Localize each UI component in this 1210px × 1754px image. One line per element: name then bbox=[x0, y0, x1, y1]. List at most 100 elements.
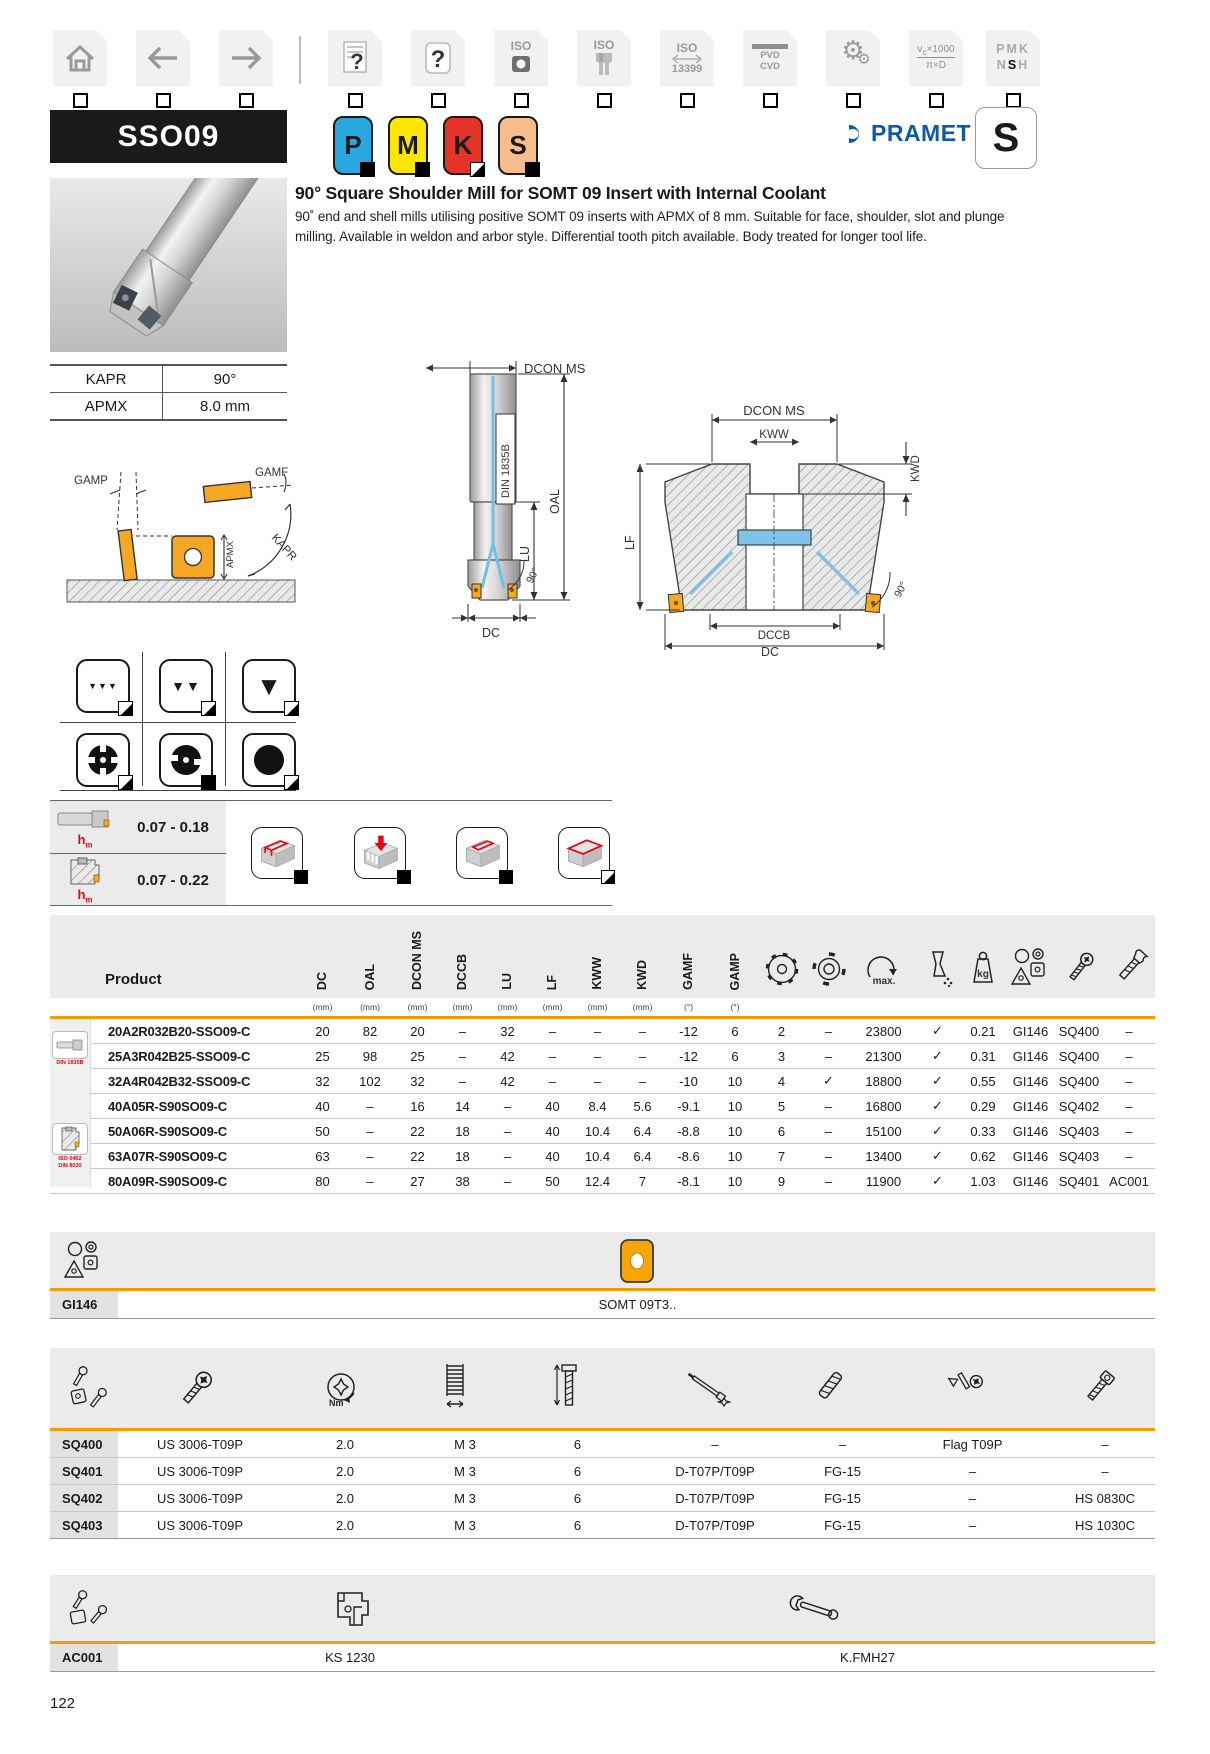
spare-code: SQ403 bbox=[50, 1512, 120, 1538]
back-checkbox[interactable] bbox=[155, 93, 171, 108]
corner-marker bbox=[499, 870, 513, 884]
iso-insert-button[interactable]: ISO bbox=[493, 30, 549, 108]
brand-logo: PRAMET bbox=[845, 120, 971, 147]
cell: 50 bbox=[315, 1123, 330, 1139]
back-button[interactable] bbox=[135, 30, 191, 108]
iso-insert-checkbox[interactable] bbox=[513, 93, 529, 108]
corner-marker bbox=[284, 701, 299, 716]
cell: 4 bbox=[777, 1073, 786, 1089]
cell: 6 bbox=[777, 1123, 786, 1139]
corner-marker bbox=[201, 701, 216, 716]
cell: 10.4 bbox=[584, 1123, 611, 1139]
cell: 6 bbox=[573, 1517, 582, 1533]
cell: – bbox=[638, 1073, 647, 1089]
plug-driver-icon bbox=[810, 1366, 858, 1415]
cell: – bbox=[711, 1436, 719, 1452]
cell: 11900 bbox=[865, 1173, 902, 1189]
cell: – bbox=[1125, 1123, 1133, 1139]
home-checkbox[interactable] bbox=[72, 93, 88, 108]
iso-tool-checkbox[interactable] bbox=[596, 93, 612, 108]
page-help-checkbox[interactable] bbox=[347, 93, 363, 108]
cell: SQ400 bbox=[1058, 1023, 1100, 1039]
cell: FG-15 bbox=[824, 1517, 861, 1533]
cell: M 3 bbox=[454, 1490, 476, 1506]
formula-button[interactable]: vc×1000 π×D bbox=[908, 30, 964, 108]
dccb-label: DCCB bbox=[758, 630, 791, 642]
cell: SQ403 bbox=[1058, 1148, 1100, 1164]
cell: HS 1030C bbox=[1075, 1517, 1135, 1533]
cell: 63 bbox=[315, 1148, 330, 1164]
product-description: 90˚ end and shell mills utilising positi… bbox=[295, 209, 1005, 244]
product-code: 80A09R-S90SO09-C bbox=[108, 1173, 227, 1189]
cell: HS 0830C bbox=[1075, 1490, 1135, 1506]
torque-icon: Nm bbox=[316, 1366, 364, 1419]
svg-text:kg: kg bbox=[977, 969, 989, 980]
cell: 0.33 bbox=[970, 1123, 996, 1139]
units-row: (mm)(mm) (mm)(mm) (mm)(mm) (mm)(mm) (°)(… bbox=[50, 998, 1155, 1019]
insert-geometry-diagram: GAMP APMX GAMF KAPR bbox=[52, 430, 307, 627]
cell: – bbox=[824, 1123, 833, 1139]
oal-label: OAL bbox=[548, 489, 562, 514]
forward-checkbox[interactable] bbox=[238, 93, 254, 108]
cell: 20 bbox=[315, 1023, 330, 1039]
settings-button[interactable]: ⚙⚙ bbox=[825, 30, 881, 108]
material-groups-button[interactable]: PMK NSH bbox=[985, 30, 1041, 108]
pvd-cvd-button[interactable]: PVD CVD bbox=[742, 30, 798, 108]
cell: 15100 bbox=[865, 1123, 902, 1139]
cell: D-T07P/T09P bbox=[675, 1490, 755, 1506]
cell: US 3006-T09P bbox=[157, 1490, 243, 1506]
cell: SQ403 bbox=[1058, 1123, 1100, 1139]
cell: 27 bbox=[410, 1173, 425, 1189]
grade-s-badge: S bbox=[498, 116, 540, 177]
iso-13399-button[interactable]: ISO 13399 bbox=[659, 30, 715, 108]
kww-label: KWW bbox=[759, 429, 789, 441]
material-groups-checkbox[interactable] bbox=[1005, 93, 1021, 108]
cell: 32 bbox=[410, 1073, 425, 1089]
cell: – bbox=[824, 1148, 833, 1164]
insert-glyph bbox=[508, 52, 534, 76]
help-button[interactable]: ? bbox=[410, 30, 466, 108]
cell: 6 bbox=[731, 1048, 739, 1064]
iso-tool-button[interactable]: ISO bbox=[576, 30, 632, 108]
cell: – bbox=[824, 1173, 833, 1189]
hm-range: 0.07 - 0.22 bbox=[137, 871, 209, 889]
product-code: 50A06R-S90SO09-C bbox=[108, 1123, 227, 1139]
svg-text:Nm: Nm bbox=[329, 1398, 344, 1408]
help-checkbox[interactable] bbox=[430, 93, 446, 108]
cell: 22 bbox=[410, 1148, 425, 1164]
col-kww: KWW bbox=[590, 957, 604, 990]
accessories-table: AC001 KS 1230 K.FMH27 bbox=[50, 1575, 1155, 1672]
medium-machining-icon: ▼▼ bbox=[159, 659, 216, 716]
forward-button[interactable] bbox=[218, 30, 274, 108]
home-button[interactable] bbox=[52, 30, 108, 108]
cell: – bbox=[824, 1098, 833, 1114]
cell: GI146 bbox=[1012, 1098, 1049, 1114]
teeth-count-icon bbox=[764, 951, 801, 993]
cell: – bbox=[503, 1098, 512, 1114]
pvd-cvd-checkbox[interactable] bbox=[762, 93, 778, 108]
spare-parts-table: Nm bbox=[50, 1348, 1155, 1539]
cell: 0.62 bbox=[970, 1148, 996, 1164]
cell: ✓ bbox=[932, 1048, 943, 1063]
iso-13399-checkbox[interactable] bbox=[679, 93, 695, 108]
cell: – bbox=[458, 1023, 467, 1039]
cell: 32 bbox=[500, 1023, 515, 1039]
cell: 10 bbox=[727, 1073, 743, 1089]
cell: 50 bbox=[545, 1173, 560, 1189]
formula-checkbox[interactable] bbox=[928, 93, 944, 108]
cell: ✓ bbox=[932, 1123, 943, 1138]
weldon-shank-icon bbox=[56, 1039, 83, 1051]
cell: 7 bbox=[777, 1148, 786, 1164]
cell: ✓ bbox=[932, 1173, 943, 1188]
page-help-button[interactable]: ? bbox=[327, 30, 383, 108]
corner-marker bbox=[294, 870, 308, 884]
settings-checkbox[interactable] bbox=[845, 93, 861, 108]
cell: 18800 bbox=[865, 1073, 902, 1089]
cell: 0.55 bbox=[970, 1073, 996, 1089]
insert-availability-table: GI146 SOMT 09T3.. bbox=[50, 1232, 1155, 1319]
clamp-set-icon bbox=[328, 1585, 376, 1638]
cell: – bbox=[968, 1517, 977, 1533]
cell: 18 bbox=[455, 1123, 470, 1139]
